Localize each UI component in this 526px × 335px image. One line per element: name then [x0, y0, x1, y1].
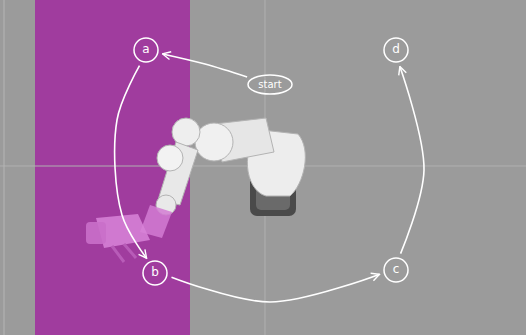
- waypoint-circle: a: [133, 37, 159, 63]
- waypoint-circle: b: [142, 260, 168, 286]
- path-arrow: [400, 67, 424, 254]
- node-outline: [384, 258, 408, 282]
- path-arrow: [163, 54, 248, 77]
- path-arrow: [115, 66, 147, 259]
- node-label: a: [142, 43, 149, 56]
- ghost-gripper: [112, 244, 136, 262]
- node-label: b: [151, 266, 159, 279]
- node-outline: [143, 261, 167, 285]
- grid-line: [4, 0, 5, 335]
- path-arrow: [171, 274, 379, 302]
- ghost-gripper: [86, 222, 106, 244]
- node-outline: [384, 38, 408, 62]
- start-oval: start: [247, 74, 293, 95]
- waypoint-circle: c: [383, 257, 409, 283]
- robot-wrist: [157, 145, 183, 171]
- magenta-zone: [35, 0, 190, 335]
- node-label: d: [392, 43, 400, 56]
- node-label: start: [258, 79, 281, 90]
- robot-elbow: [195, 123, 233, 161]
- node-outline: [248, 75, 292, 94]
- robot-arm: [86, 118, 305, 262]
- node-label: c: [393, 263, 400, 276]
- node-outline: [134, 38, 158, 62]
- waypoint-circle: d: [383, 37, 409, 63]
